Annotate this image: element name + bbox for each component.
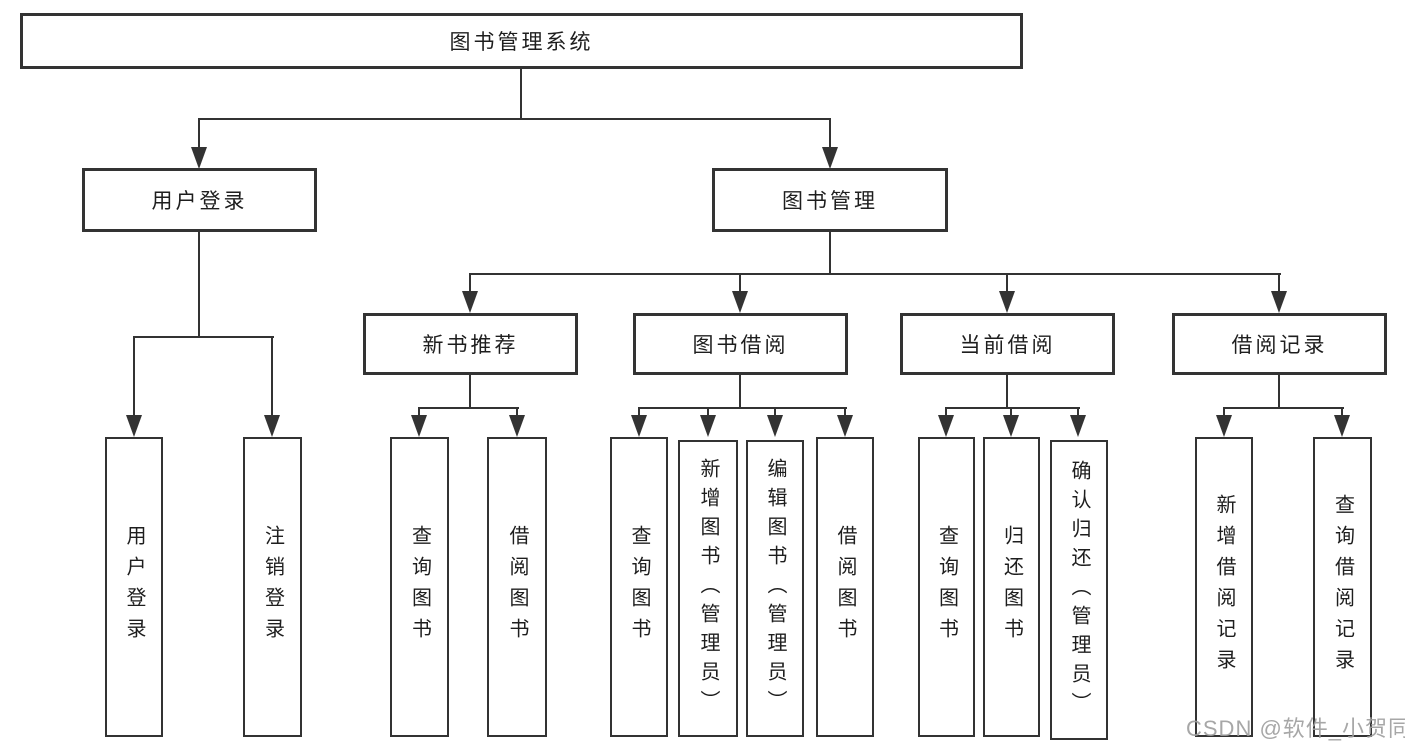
connector-current-stub: [1006, 375, 1008, 409]
leaf-borrow-edit-books-admin: 编辑图书（管理员）: [746, 440, 804, 737]
arrow-down-icon: [462, 291, 478, 313]
leaf-recommend-query-books: 查询图书: [390, 437, 449, 737]
watermark: CSDN @软件_小贺同学: [1186, 716, 1405, 741]
arrow-down-icon: [126, 415, 142, 437]
connector-stem: [774, 407, 776, 419]
connector-level2-rail: [198, 118, 831, 120]
node-book-borrow-label: 图书借阅: [692, 334, 789, 357]
node-root-label: 图书管理系统: [449, 31, 594, 54]
connector-recommend-stub: [469, 375, 471, 409]
leaf-records-add-record: 新增借阅记录: [1195, 437, 1253, 737]
arrow-down-icon: [732, 291, 748, 313]
arrow-down-icon: [999, 291, 1015, 313]
connector-stem: [133, 336, 135, 416]
node-current-borrow: 当前借阅: [900, 313, 1115, 375]
connector-records-stub: [1278, 375, 1280, 409]
connector-stem: [1341, 407, 1343, 419]
node-current-borrow-label: 当前借阅: [959, 334, 1056, 357]
node-new-book-recommend: 新书推荐: [363, 313, 578, 375]
arrow-down-icon: [822, 147, 838, 169]
leaf-borrow-query-books-label: 查询图书: [628, 525, 650, 649]
leaf-current-return-books-label: 归还图书: [1000, 525, 1023, 649]
connector-stem: [1006, 273, 1008, 293]
node-root-system: 图书管理系统: [20, 13, 1023, 69]
leaf-recommend-borrow-books: 借阅图书: [487, 437, 547, 737]
node-user-login: 用户登录: [82, 168, 317, 232]
node-user-login-label: 用户登录: [151, 190, 248, 213]
arrow-down-icon: [938, 415, 954, 437]
connector-management-stub: [829, 232, 831, 275]
arrow-down-icon: [1216, 415, 1232, 437]
connector-stem: [739, 273, 741, 293]
node-book-borrow: 图书借阅: [633, 313, 848, 375]
node-borrow-records-label: 借阅记录: [1231, 334, 1328, 357]
connector-stem: [1278, 273, 1280, 293]
connector-stem: [829, 118, 831, 148]
leaf-user-login: 用户登录: [105, 437, 163, 737]
arrow-down-icon: [837, 415, 853, 437]
connector-current-rail: [945, 407, 1080, 409]
connector-stem: [418, 407, 420, 419]
connector-stem: [516, 407, 518, 419]
node-book-management: 图书管理: [712, 168, 948, 232]
connector-stem: [707, 407, 709, 419]
leaf-borrow-edit-books-admin-label: 编辑图书（管理员）: [764, 458, 786, 719]
connector-stem: [638, 407, 640, 419]
connector-stem: [271, 336, 273, 416]
leaf-current-query-books-label: 查询图书: [935, 525, 958, 649]
leaf-current-confirm-return-admin: 确认归还（管理员）: [1050, 440, 1108, 740]
connector-stem: [198, 118, 200, 148]
arrow-down-icon: [631, 415, 647, 437]
arrow-down-icon: [411, 415, 427, 437]
leaf-borrow-add-books-admin: 新增图书（管理员）: [678, 440, 738, 737]
leaf-recommend-borrow-books-label: 借阅图书: [506, 525, 528, 649]
connector-borrow-rail: [638, 407, 847, 409]
arrow-down-icon: [767, 415, 783, 437]
node-new-book-recommend-label: 新书推荐: [422, 334, 519, 357]
leaf-logout-label: 注销登录: [261, 525, 284, 649]
leaf-records-query-record: 查询借阅记录: [1313, 437, 1372, 737]
connector-stem: [1223, 407, 1225, 419]
arrow-down-icon: [700, 415, 716, 437]
connector-stem: [844, 407, 846, 419]
leaf-records-query-record-label: 查询借阅记录: [1331, 494, 1354, 680]
leaf-current-confirm-return-admin-label: 确认归还（管理员）: [1068, 459, 1090, 721]
connector-login-rail: [133, 336, 274, 338]
connector-stem: [469, 273, 471, 293]
arrow-down-icon: [1003, 415, 1019, 437]
node-book-management-label: 图书管理: [782, 190, 878, 213]
leaf-current-return-books: 归还图书: [983, 437, 1040, 737]
connector-stem: [1010, 407, 1012, 419]
node-borrow-records: 借阅记录: [1172, 313, 1387, 375]
arrow-down-icon: [191, 147, 207, 169]
arrow-down-icon: [1334, 415, 1350, 437]
leaf-current-query-books: 查询图书: [918, 437, 975, 737]
leaf-records-add-record-label: 新增借阅记录: [1213, 494, 1235, 680]
leaf-borrow-query-books: 查询图书: [610, 437, 668, 737]
leaf-logout: 注销登录: [243, 437, 302, 737]
connector-level3-rail: [469, 273, 1281, 275]
arrow-down-icon: [264, 415, 280, 437]
connector-stem: [945, 407, 947, 419]
arrow-down-icon: [509, 415, 525, 437]
leaf-borrow-borrow-books: 借阅图书: [816, 437, 874, 737]
connector-stem: [1077, 407, 1079, 419]
connector-borrow-stub: [739, 375, 741, 409]
connector-records-rail: [1223, 407, 1344, 409]
connector-recommend-rail: [418, 407, 519, 409]
leaf-recommend-query-books-label: 查询图书: [408, 525, 431, 649]
leaf-borrow-add-books-admin-label: 新增图书（管理员）: [697, 458, 719, 719]
connector-login-stub: [198, 232, 200, 336]
leaf-borrow-borrow-books-label: 借阅图书: [834, 525, 856, 649]
leaf-user-login-label: 用户登录: [123, 525, 145, 649]
connector-root-stub: [520, 69, 522, 118]
arrow-down-icon: [1271, 291, 1287, 313]
arrow-down-icon: [1070, 415, 1086, 437]
